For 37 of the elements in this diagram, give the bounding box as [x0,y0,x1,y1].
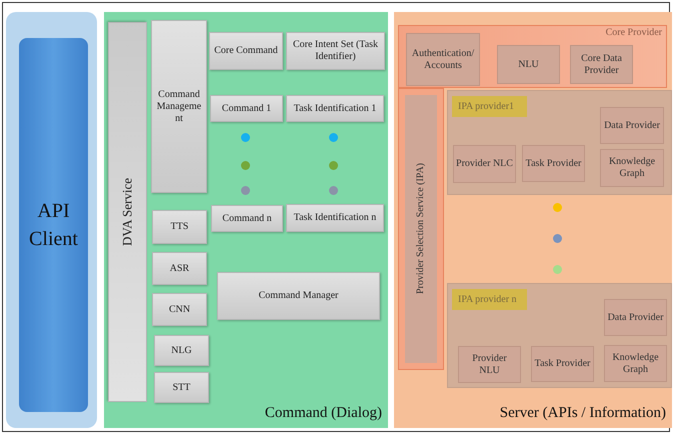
provider-panel [447,283,672,388]
component-box: TTS [152,210,207,244]
component-box: NLU [497,45,560,84]
component-box: Command 1 [210,95,283,122]
panel-title: Server (APIs / Information) [500,405,666,422]
component-box: STT [154,372,209,403]
component-box: Data Provider [604,299,667,336]
panel-title: Command (Dialog) [264,405,382,422]
component-box: Provider NLC [453,145,516,183]
component-box: ASR [152,252,207,285]
provider-tag: IPA provider n [452,289,527,310]
component-box: Core Intent Set (Task Identifier) [286,32,385,70]
component-box: NLG [154,335,209,366]
component-box: Task Identification 1 [286,95,384,122]
provider-panel [447,90,672,195]
component-box: CNN [152,293,207,326]
component-box: Knowledge Graph [604,345,667,382]
component-box: Authentication/ Accounts [406,33,480,86]
component-box: Task Provider [522,145,585,182]
component-box: Provider NLU [458,346,521,383]
component-box: Knowledge Graph [600,149,664,187]
component-box: Command n [211,205,283,232]
component-box: Provider Selection Service (IPA) [398,88,444,370]
component-box: Data Provider [600,107,664,144]
component-box: Core Data Provider [570,45,633,84]
provider-panel [398,25,667,88]
component-box: Command Manager [217,272,380,320]
component-box: Command Manageme nt [151,20,207,193]
component-box: Task Identification n [286,204,384,232]
panel-title: Core Provider [606,27,662,38]
component-box: DVA Service [108,22,147,402]
group-panel [104,12,388,428]
client-panel: API Client [6,12,97,428]
component-box: Task Provider [531,346,594,382]
component-box: Core Command [209,32,283,70]
group-panel [394,12,672,428]
provider-tag: IPA provider1 [452,96,527,117]
